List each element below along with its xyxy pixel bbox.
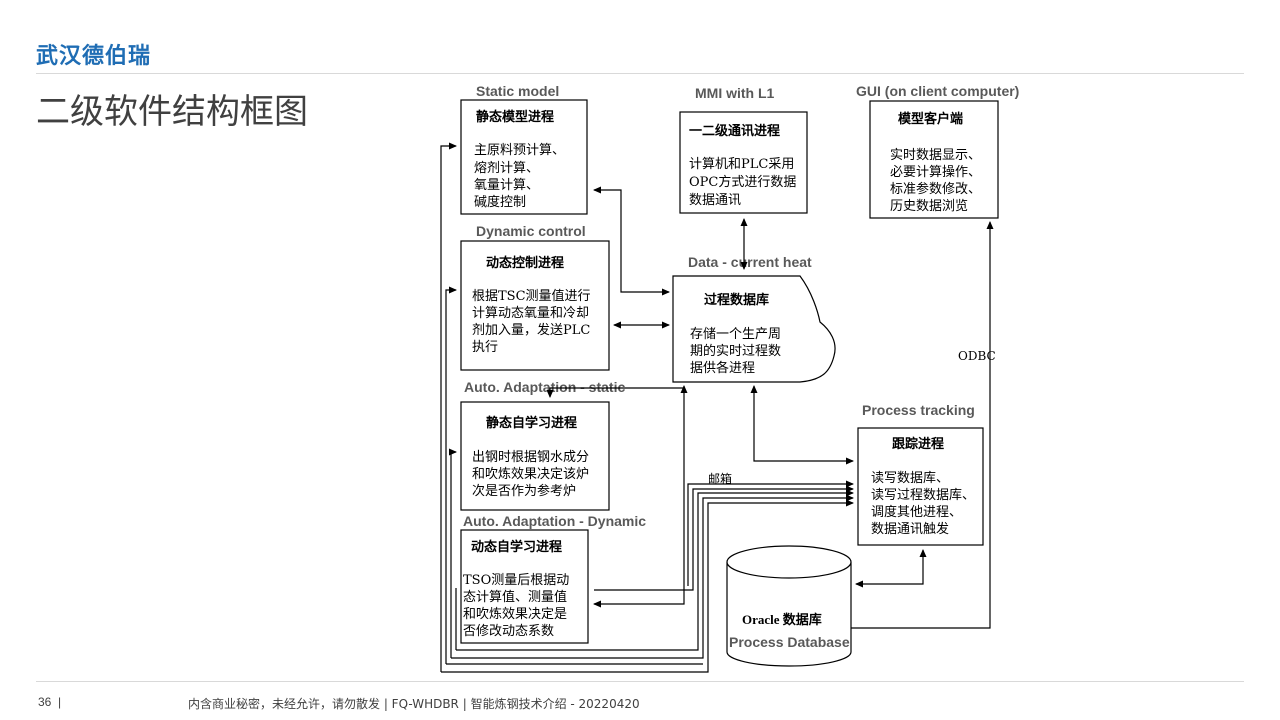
auto-dynamic-line: TSO测量后根据动 — [463, 573, 569, 588]
process-tracking-line: 数据通讯触发 — [871, 521, 949, 537]
mailbox-line-3 — [456, 489, 854, 651]
arrow-db-auto-dynamic — [593, 388, 685, 608]
arrow-tracking-oracle — [855, 549, 927, 588]
auto-dynamic-line: 和吹炼效果决定是 — [463, 607, 567, 622]
company-logo: 武汉德伯瑞 — [36, 44, 152, 69]
oracle-database-cylinder: Oracle 数据库 Process Database — [726, 545, 852, 667]
static-model-box: 静态模型进程 主原料预计算、 熔剂计算、 氧量计算、 碱度控制 — [460, 99, 588, 215]
mmi-line: 数据通讯 — [689, 193, 741, 208]
mailbox-line-2 — [594, 485, 854, 591]
auto-static-line: 次是否作为参考炉 — [472, 483, 576, 499]
mmi-box: 一二级通讯进程 计算机和PLC采用 OPC方式进行数据 数据通讯 — [679, 111, 808, 214]
process-tracking-box: 跟踪进程 读写数据库、 读写过程数据库、 调度其他进程、 数据通讯触发 — [857, 427, 984, 546]
mailbox-label: 邮箱 — [708, 471, 732, 486]
mmi-line: 计算机和PLC采用 — [689, 157, 794, 172]
auto-static-line: 和吹炼效果决定该炉 — [472, 467, 589, 482]
auto-dynamic-line: 态计算值、测量值 — [463, 589, 567, 605]
connector-lines — [440, 142, 994, 673]
auto-static-line: 出钢时根据钢水成分 — [472, 450, 589, 465]
footer-divider — [36, 681, 1244, 682]
section-process-tracking: Process tracking — [862, 402, 975, 418]
gui-client-title: 模型客户端 — [898, 111, 963, 127]
static-model-title: 静态模型进程 — [476, 109, 554, 125]
auto-static-title: 静态自学习进程 — [486, 415, 577, 431]
header-divider — [36, 73, 1244, 74]
section-mmi: MMI with L1 — [695, 85, 775, 101]
section-auto-dynamic: Auto. Adaptation - Dynamic — [463, 513, 646, 529]
gui-client-line: 必要计算操作、 — [890, 164, 981, 180]
arrow-db-tracking — [750, 385, 854, 465]
section-static-model: Static model — [476, 83, 559, 99]
static-model-line: 主原料预计算、 — [474, 143, 565, 158]
mailbox-line-5 — [441, 499, 854, 673]
process-data-db-line: 存储一个生产周 — [690, 327, 781, 342]
mmi-title: 一二级通讯进程 — [689, 123, 780, 139]
auto-dynamic-title: 动态自学习进程 — [471, 539, 562, 555]
auto-dynamic-line: 否修改动态系数 — [463, 624, 554, 639]
section-gui: GUI (on client computer) — [856, 83, 1019, 99]
process-data-db-box: 过程数据库 存储一个生产周 期的实时过程数 据供各进程 — [672, 275, 836, 383]
gui-client-box: 模型客户端 实时数据显示、 必要计算操作、 标准参数修改、 历史数据浏览 — [869, 100, 999, 219]
dynamic-control-line: 执行 — [472, 340, 498, 355]
dynamic-control-line: 根据TSC测量值进行 — [472, 288, 591, 304]
section-data-current-heat: Data - current heat — [688, 254, 812, 270]
static-model-line: 碱度控制 — [474, 194, 526, 210]
process-tracking-line: 读写过程数据库、 — [871, 487, 975, 503]
process-tracking-title: 跟踪进程 — [892, 436, 944, 452]
gui-client-line: 历史数据浏览 — [890, 198, 968, 214]
process-tracking-line: 调度其他进程、 — [871, 504, 962, 520]
dynamic-control-line: 剂加入量，发送PLC — [472, 322, 590, 338]
process-data-db-line: 据供各进程 — [690, 360, 755, 376]
auto-static-box: 静态自学习进程 出钢时根据钢水成分 和吹炼效果决定该炉 次是否作为参考炉 — [460, 401, 610, 511]
gui-client-line: 实时数据显示、 — [890, 148, 981, 163]
arrow-static-db — [593, 186, 670, 296]
process-data-db-line: 期的实时过程数 — [690, 343, 781, 359]
gui-client-line: 标准参数修改、 — [890, 181, 981, 197]
feed-static-model — [440, 142, 457, 672]
odbc-label: ODBC — [958, 349, 996, 363]
arrow-oracle-gui-odbc — [851, 221, 994, 629]
section-auto-static: Auto. Adaptation - static — [464, 379, 625, 395]
feed-dynamic-control — [445, 286, 457, 664]
mailbox-line-1 — [687, 480, 854, 586]
dynamic-control-title: 动态控制进程 — [486, 255, 564, 271]
footer-text: 内含商业秘密，未经允许，请勿散发 | FQ-WHDBR | 智能炼钢技术介绍 -… — [188, 697, 640, 711]
oracle-database-title: Oracle 数据库 — [742, 612, 822, 627]
feed-auto-static — [449, 448, 457, 658]
auto-dynamic-box: 动态自学习进程 TSO测量后根据动 态计算值、测量值 和吹炼效果决定是 否修改动… — [460, 529, 589, 644]
arrow-db-auto-static — [546, 385, 688, 398]
dynamic-control-box: 动态控制进程 根据TSC测量值进行 计算动态氧量和冷却 剂加入量，发送PLC 执… — [460, 240, 610, 371]
dynamic-control-line: 计算动态氧量和冷却 — [472, 306, 589, 321]
static-model-line: 熔剂计算、 — [474, 161, 539, 176]
process-tracking-line: 读写数据库、 — [871, 470, 949, 486]
process-data-db-title: 过程数据库 — [704, 292, 769, 308]
mailbox-line-4 — [451, 494, 854, 659]
page-title: 二级软件结构框图 — [36, 92, 308, 132]
page-number: 36 | — [38, 695, 62, 709]
section-dynamic-control: Dynamic control — [476, 223, 586, 239]
static-model-line: 氧量计算、 — [474, 178, 539, 193]
mmi-line: OPC方式进行数据 — [689, 174, 796, 190]
oracle-database-subtitle: Process Database — [729, 634, 850, 650]
